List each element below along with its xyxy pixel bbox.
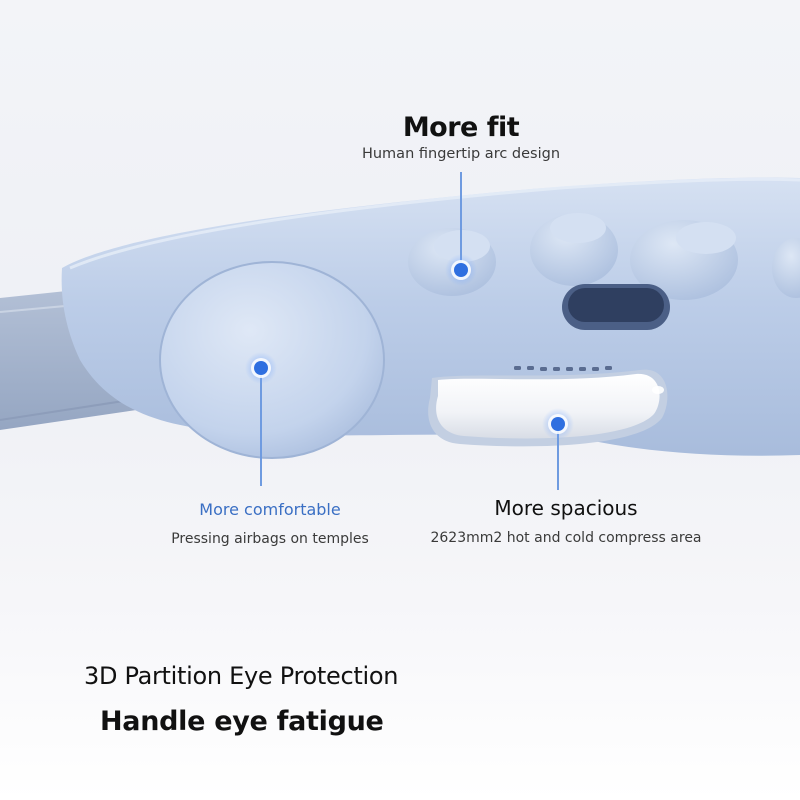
callout-subtitle: Human fingertip arc design [361,146,561,162]
pointer-dot-icon [542,408,574,440]
callout-more-comfortable: More comfortable Pressing airbags on tem… [171,500,369,547]
callout-more-fit: More fit Human fingertip arc design [362,112,560,162]
vent-holes [514,366,612,371]
callout-title: More spacious [494,496,638,520]
callout-title: More comfortable [199,500,341,519]
headline-primary: 3D Partition Eye Protection [84,662,399,690]
center-slot [562,284,670,330]
pointer-dot-icon [445,254,477,286]
headline-secondary: Handle eye fatigue [100,706,384,737]
callout-subtitle: Pressing airbags on temples [171,531,369,547]
callout-title: More fit [402,112,520,143]
callout-more-spacious: More spacious 2623mm2 hot and cold compr… [430,496,701,546]
callout-subtitle: 2623mm2 hot and cold compress area [430,530,702,546]
compress-pad [428,369,668,447]
pointer-dot-icon [245,352,277,384]
